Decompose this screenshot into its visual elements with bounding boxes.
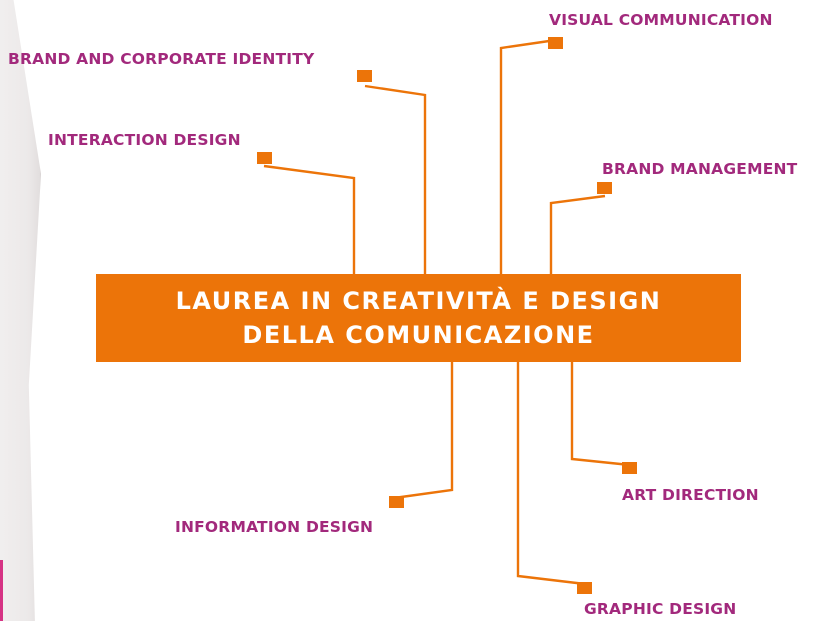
connector-visual-communication — [499, 38, 557, 274]
branch-label-visual-communication: VISUAL COMMUNICATION — [549, 11, 773, 29]
branch-label-brand-corporate-identity: BRAND AND CORPORATE IDENTITY — [8, 50, 315, 68]
central-topic-line-1: LAUREA IN CREATIVITÀ E DESIGN — [175, 287, 662, 315]
branch-label-information-design: INFORMATION DESIGN — [175, 518, 374, 536]
central-topic-line-2: DELLA COMUNICAZIONE — [242, 321, 595, 349]
marker-visual-communication — [548, 37, 563, 49]
connector-information-design — [393, 362, 454, 500]
connector-art-direction — [570, 362, 631, 467]
branch-label-brand-management: BRAND MANAGEMENT — [602, 160, 798, 178]
marker-art-direction — [622, 462, 637, 474]
branch-label-interaction-design: INTERACTION DESIGN — [48, 131, 241, 149]
marker-information-design — [389, 496, 404, 508]
central-topic-box: LAUREA IN CREATIVITÀ E DESIGN DELLA COMU… — [96, 274, 741, 362]
connector-brand-corporate-identity — [364, 84, 427, 274]
connector-interaction-design — [263, 164, 356, 274]
branch-label-graphic-design: GRAPHIC DESIGN — [584, 600, 737, 618]
left-edge-accent — [0, 560, 3, 621]
connector-brand-management — [549, 194, 606, 274]
branch-label-art-direction: ART DIRECTION — [622, 486, 759, 504]
marker-brand-corporate-identity — [357, 70, 372, 82]
marker-brand-management — [597, 182, 612, 194]
marker-graphic-design — [577, 582, 592, 594]
marker-interaction-design — [257, 152, 272, 164]
connector-graphic-design — [516, 362, 586, 586]
